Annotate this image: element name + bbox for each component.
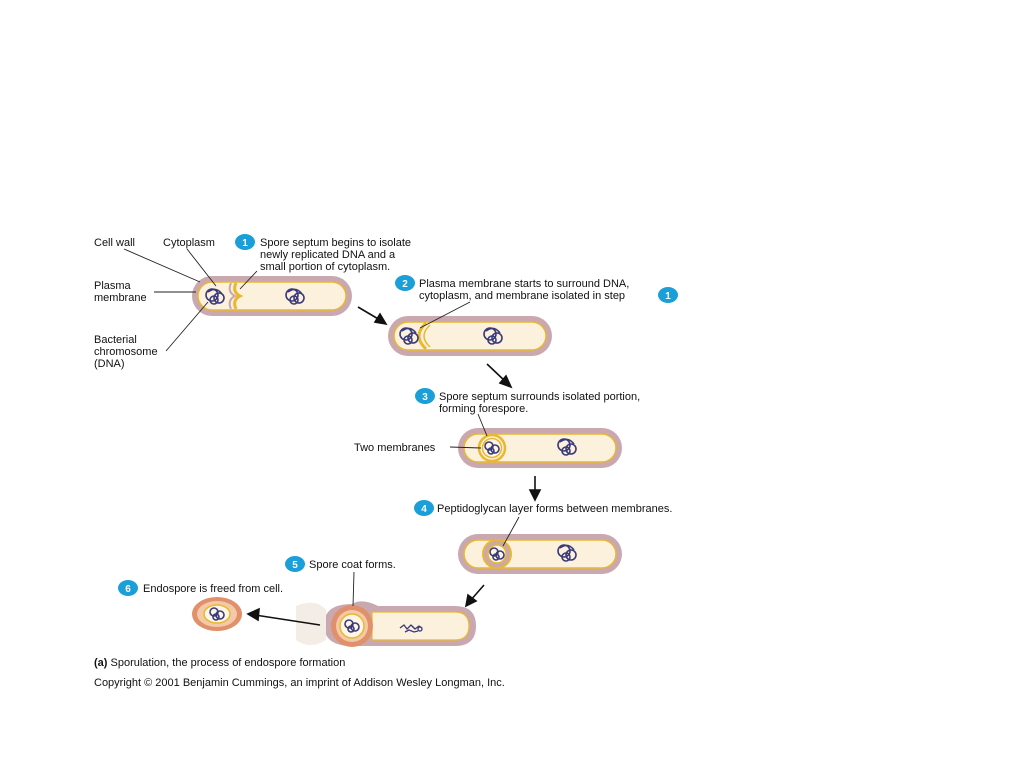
label-cytoplasm: Cytoplasm [163,237,215,249]
svg-text:1: 1 [665,291,671,302]
leader-lines [123,248,520,607]
label-bacterial-chromosome: Bacterial chromosome (DNA) [94,334,161,370]
cell-4-dna-spore [489,547,505,561]
svg-text:5: 5 [292,560,298,571]
label-cell-wall: Cell wall [94,237,135,249]
cell-2-cytoplasm [393,321,547,351]
cell-1-cytoplasm [197,281,347,311]
cell-stage-1 [192,276,352,316]
step-texts: Spore septum begins to isolate newly rep… [143,237,672,595]
leader-step-2 [419,301,471,329]
label-plasma-membrane: Plasma membrane [94,280,147,304]
leader-step-5 [352,571,355,607]
cell-stage-3 [458,428,622,468]
svg-text:2: 2 [402,279,408,290]
step-1-text: Spore septum begins to isolate newly rep… [260,237,414,273]
cell-stage-5 [296,601,476,647]
svg-text:6: 6 [125,584,131,595]
step-3-text: Spore septum surrounds isolated portion,… [439,391,643,415]
cell-3-dna-right [557,438,577,456]
cell-2-membrane-fold-inner [423,324,431,348]
arrow-3-to-4 [528,476,542,502]
step-4-text: Peptidoglycan layer forms between membra… [437,503,672,515]
step-badge-6: 6 [118,580,138,596]
cell-1-septum-wall [228,282,238,310]
step-badge-5: 5 [285,556,305,572]
leader-step-1 [239,270,258,290]
arrow-1-to-2 [357,306,388,326]
step-5-text: Spore coat forms. [309,559,396,571]
endospore-dna [209,607,225,621]
step-badge-4: 4 [414,500,434,516]
cell-2-dna-right [483,327,503,345]
arrow-4-to-5 [464,584,485,608]
cell-5-dna-fragments [399,624,423,633]
cell-2-membrane-fold [417,321,428,351]
process-arrows [246,306,542,626]
cell-stage-4 [458,534,622,574]
svg-text:3: 3 [422,392,428,403]
step-badge-3: 3 [415,388,435,404]
arrow-2-to-3 [486,363,513,389]
step-badges: 1 2 1 3 4 5 6 [118,234,678,596]
figure-caption: (a) Sporulation, the process of endospor… [94,657,345,669]
step-badge-2: 2 [395,275,415,291]
svg-text:1: 1 [242,238,248,249]
leader-step-3 [477,413,488,437]
free-endospore [192,597,242,631]
svg-text:4: 4 [421,504,427,515]
step-badge-1: 1 [235,234,255,250]
label-two-membranes: Two membranes [354,442,436,454]
leader-cell-wall [123,248,201,283]
cell-3-dna-forespore [484,441,500,455]
cell-stage-2 [388,316,552,356]
step-6-text: Endospore is freed from cell. [143,583,283,595]
step-badge-2-ref: 1 [658,287,678,303]
cell-1-septum [233,282,244,310]
cell-5-dna-spore [344,619,360,633]
leader-two-membranes [449,446,482,449]
arrow-5-to-6 [246,607,321,626]
cell-1-dna-right [285,288,305,305]
copyright-notice: Copyright © 2001 Benjamin Cummings, an i… [94,677,505,689]
part-labels: Cell wall Cytoplasm Plasma membrane Bact… [94,237,436,454]
cell-4-dna-right [557,544,577,562]
step-2-text: Plasma membrane starts to surround DNA, … [419,278,632,302]
cell-5-cytoplasm [371,611,470,641]
leader-chromosome [165,301,209,352]
leader-cytoplasm [186,248,217,287]
cell-1-dna-left [205,288,225,305]
leader-step-4 [502,516,520,547]
cell-2-dna-left [399,327,419,345]
